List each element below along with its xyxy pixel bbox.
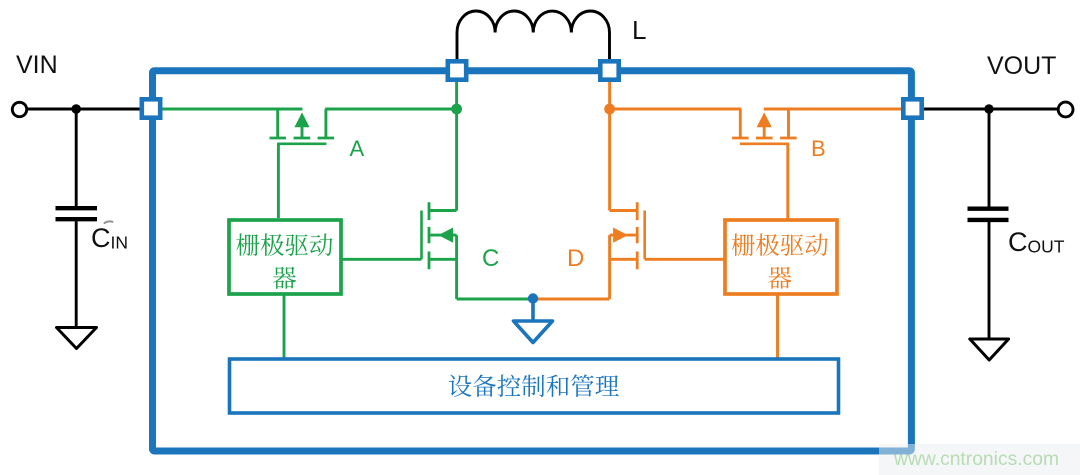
gate-driver-left-box — [227, 218, 343, 296]
vin-terminal-icon — [10, 100, 29, 119]
mosfet-d-label: D — [567, 245, 585, 272]
cout-label: COUT — [1008, 229, 1064, 256]
cin-ground-icon — [55, 326, 98, 350]
vin-junction-dot — [71, 104, 81, 114]
mosfet-d-symbol — [608, 202, 725, 299]
cin-label-main: C — [91, 223, 111, 254]
switch-node-left-dot — [451, 103, 462, 115]
buck-leg-green — [160, 81, 533, 359]
watermark-text: www.cntronics.com — [894, 448, 1060, 470]
vin-label: VIN — [16, 50, 58, 79]
mosfet-c-symbol — [341, 202, 459, 299]
pin-sw2 — [597, 58, 621, 82]
vout-terminal-icon — [1056, 100, 1075, 119]
mosfet-b-label: B — [811, 135, 826, 161]
cout-label-main: C — [1008, 227, 1028, 257]
output-net — [921, 100, 1075, 362]
mosfet-a-body-arrow — [294, 112, 310, 128]
cout-label-sub: OUT — [1027, 236, 1065, 257]
power-ground — [511, 293, 555, 345]
pin-vout — [900, 97, 924, 121]
switch-node-right-dot — [604, 103, 615, 115]
cin-label-sub: IN — [110, 232, 129, 253]
mosfet-c-label: C — [482, 245, 500, 272]
mosfet-a-label: A — [349, 135, 365, 161]
mosfet-c-body-arrow — [438, 227, 454, 243]
inductor-label: L — [632, 15, 647, 45]
ground-icon — [511, 319, 555, 345]
mosfet-b-symbol — [732, 109, 797, 220]
vout-junction-dot — [984, 104, 994, 114]
inductor-coil — [455, 9, 611, 60]
pin-vin — [139, 97, 163, 121]
cin-label: CIN — [91, 225, 128, 252]
pin-sw1 — [445, 58, 469, 82]
mosfet-d-body-arrow — [613, 227, 628, 243]
mosfet-b-body-arrow — [756, 112, 772, 128]
cout-ground-icon — [968, 337, 1011, 362]
smudge-mark — [103, 220, 114, 224]
watermark-band — [879, 444, 1080, 475]
inductor-symbol — [455, 9, 611, 60]
chip-pins — [139, 58, 924, 121]
mosfet-a-symbol — [269, 109, 335, 218]
input-net — [10, 100, 144, 350]
chip-boundary-box — [149, 67, 915, 455]
vout-label: VOUT — [987, 51, 1057, 80]
ground-junction-dot — [527, 293, 539, 304]
boost-leg-orange — [533, 81, 903, 359]
